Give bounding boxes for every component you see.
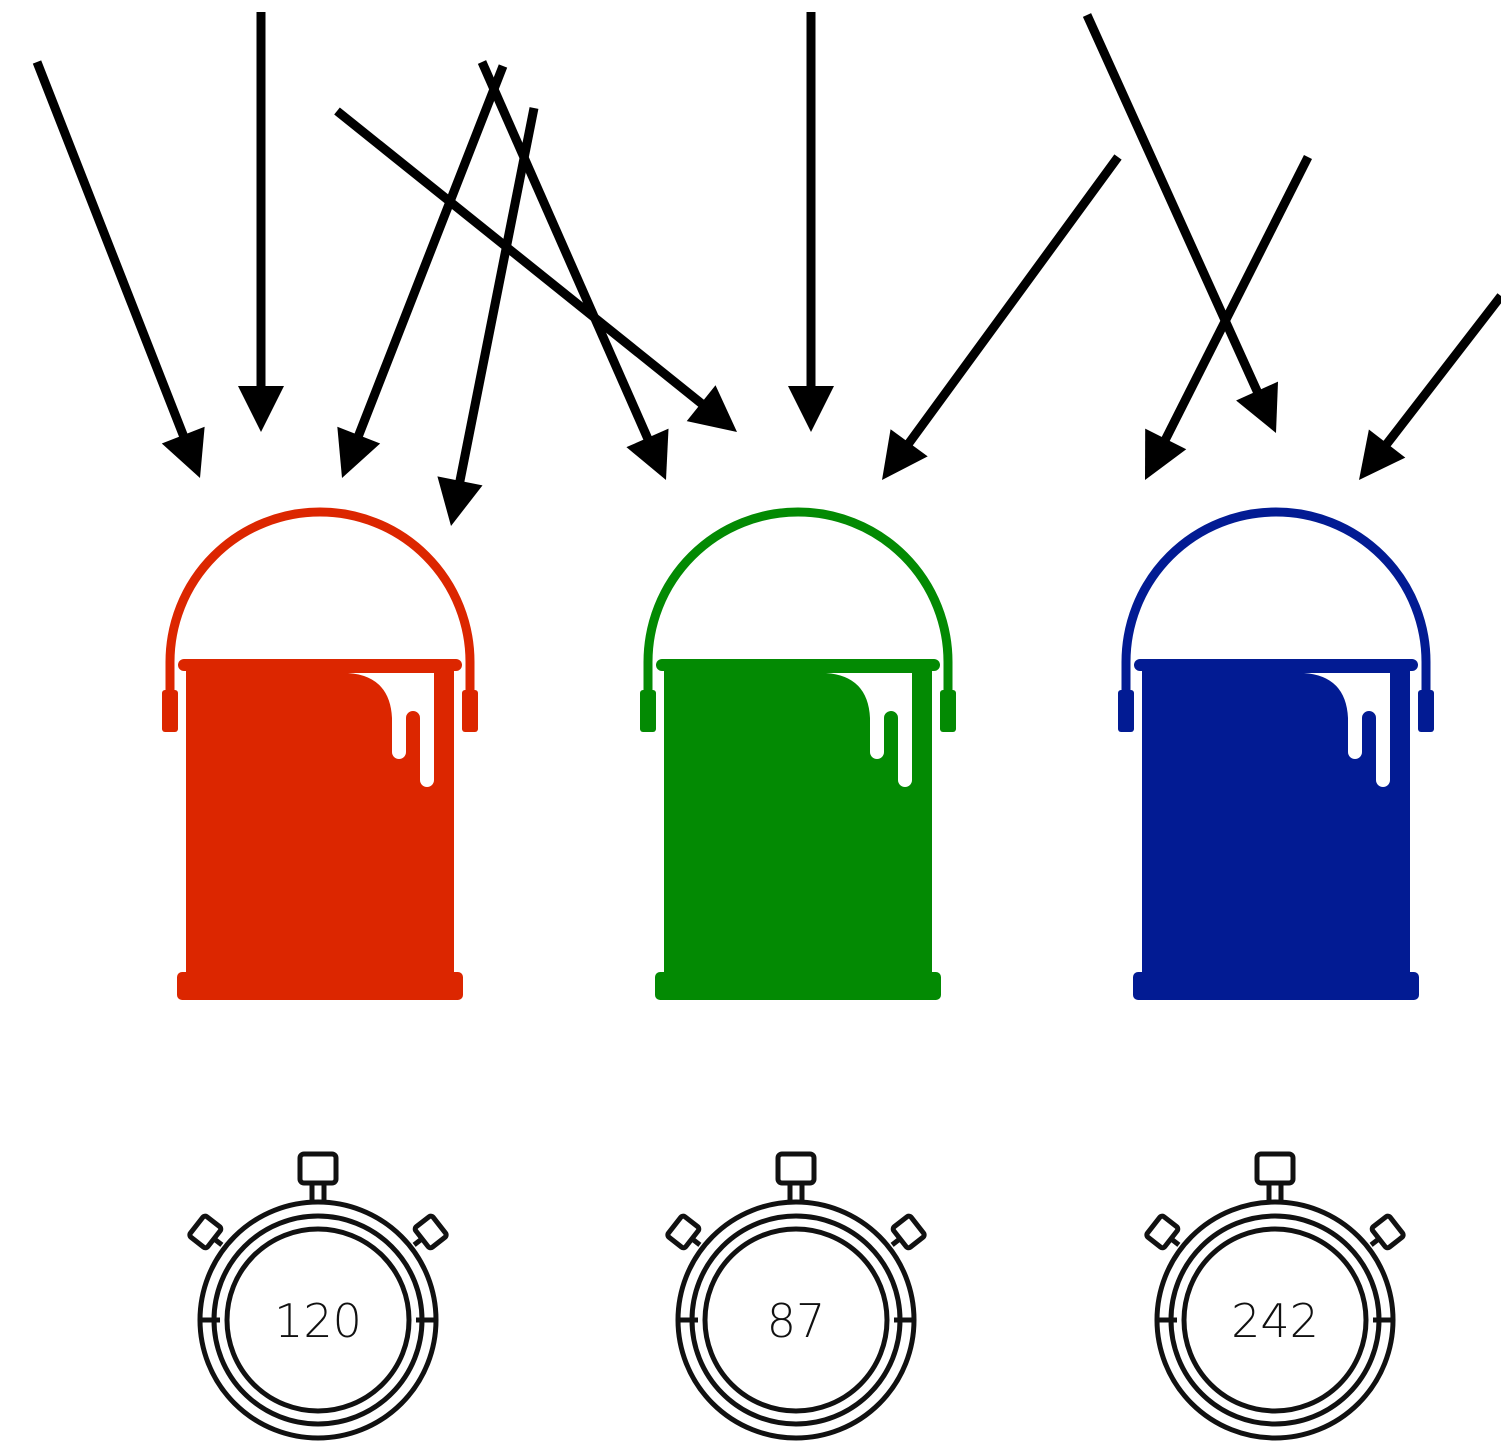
bucket-handle-lug-right xyxy=(462,690,478,732)
arrow xyxy=(334,107,737,432)
arrow xyxy=(788,12,834,432)
arrow-shaft xyxy=(1160,154,1313,443)
bucket-handle-lug-right xyxy=(1418,690,1434,732)
arrow-head xyxy=(882,429,928,480)
arrow-head xyxy=(1145,428,1187,480)
paint-drip xyxy=(348,673,434,787)
arrow-head xyxy=(161,426,205,478)
bucket-base xyxy=(177,972,463,1000)
paint-bucket-red xyxy=(162,507,478,1000)
arrow xyxy=(337,64,508,478)
bucket-handle-lug-left xyxy=(1118,690,1134,732)
bucket-body xyxy=(1142,667,1410,977)
arrow-head xyxy=(1359,429,1406,480)
arrow xyxy=(1082,13,1279,433)
arrow xyxy=(437,107,539,526)
paint-drip xyxy=(826,673,912,787)
arrow xyxy=(477,60,669,480)
timer-value: 120 xyxy=(274,1294,362,1348)
arrow-shaft xyxy=(1082,13,1262,395)
bucket-handle xyxy=(165,507,475,730)
arrow-head xyxy=(686,385,737,432)
bucket-base xyxy=(655,972,941,1000)
arrow xyxy=(238,12,284,432)
arrow-shaft xyxy=(477,60,653,442)
stopwatch-icon: 242 xyxy=(1144,1151,1406,1441)
arrow-head xyxy=(437,476,483,526)
stopwatch-icon: 120 xyxy=(187,1151,449,1441)
arrow-head xyxy=(238,386,284,432)
arrows-layer xyxy=(32,12,1501,526)
arrow-head xyxy=(337,426,381,478)
arrow-shaft xyxy=(353,64,508,439)
arrow-head xyxy=(788,386,834,432)
arrow-head xyxy=(626,428,669,480)
arrow-shaft xyxy=(1382,293,1501,448)
arrow-head xyxy=(1236,381,1279,433)
bucket-body xyxy=(186,667,454,977)
bucket-handle xyxy=(1121,507,1431,730)
arrow-shaft xyxy=(455,107,539,484)
arrow-shaft xyxy=(334,107,706,408)
arrow-shaft xyxy=(904,154,1122,448)
bucket-body xyxy=(664,667,932,977)
bucket-handle xyxy=(643,507,953,730)
arrow xyxy=(1359,293,1501,480)
paint-drip xyxy=(1304,673,1390,787)
bucket-handle-lug-left xyxy=(162,690,178,732)
timer-value: 87 xyxy=(767,1294,826,1348)
arrow xyxy=(32,60,205,478)
arrow xyxy=(882,154,1122,480)
bucket-handle-lug-right xyxy=(940,690,956,732)
stopwatch-icon: 87 xyxy=(665,1151,927,1441)
arrow xyxy=(1145,154,1313,480)
bucket-base xyxy=(1133,972,1419,1000)
timer-value: 242 xyxy=(1231,1294,1319,1348)
paint-bucket-blue xyxy=(1118,507,1434,1000)
paint-bucket-green xyxy=(640,507,956,1000)
arrow-shaft xyxy=(32,60,189,439)
bucket-handle-lug-left xyxy=(640,690,656,732)
